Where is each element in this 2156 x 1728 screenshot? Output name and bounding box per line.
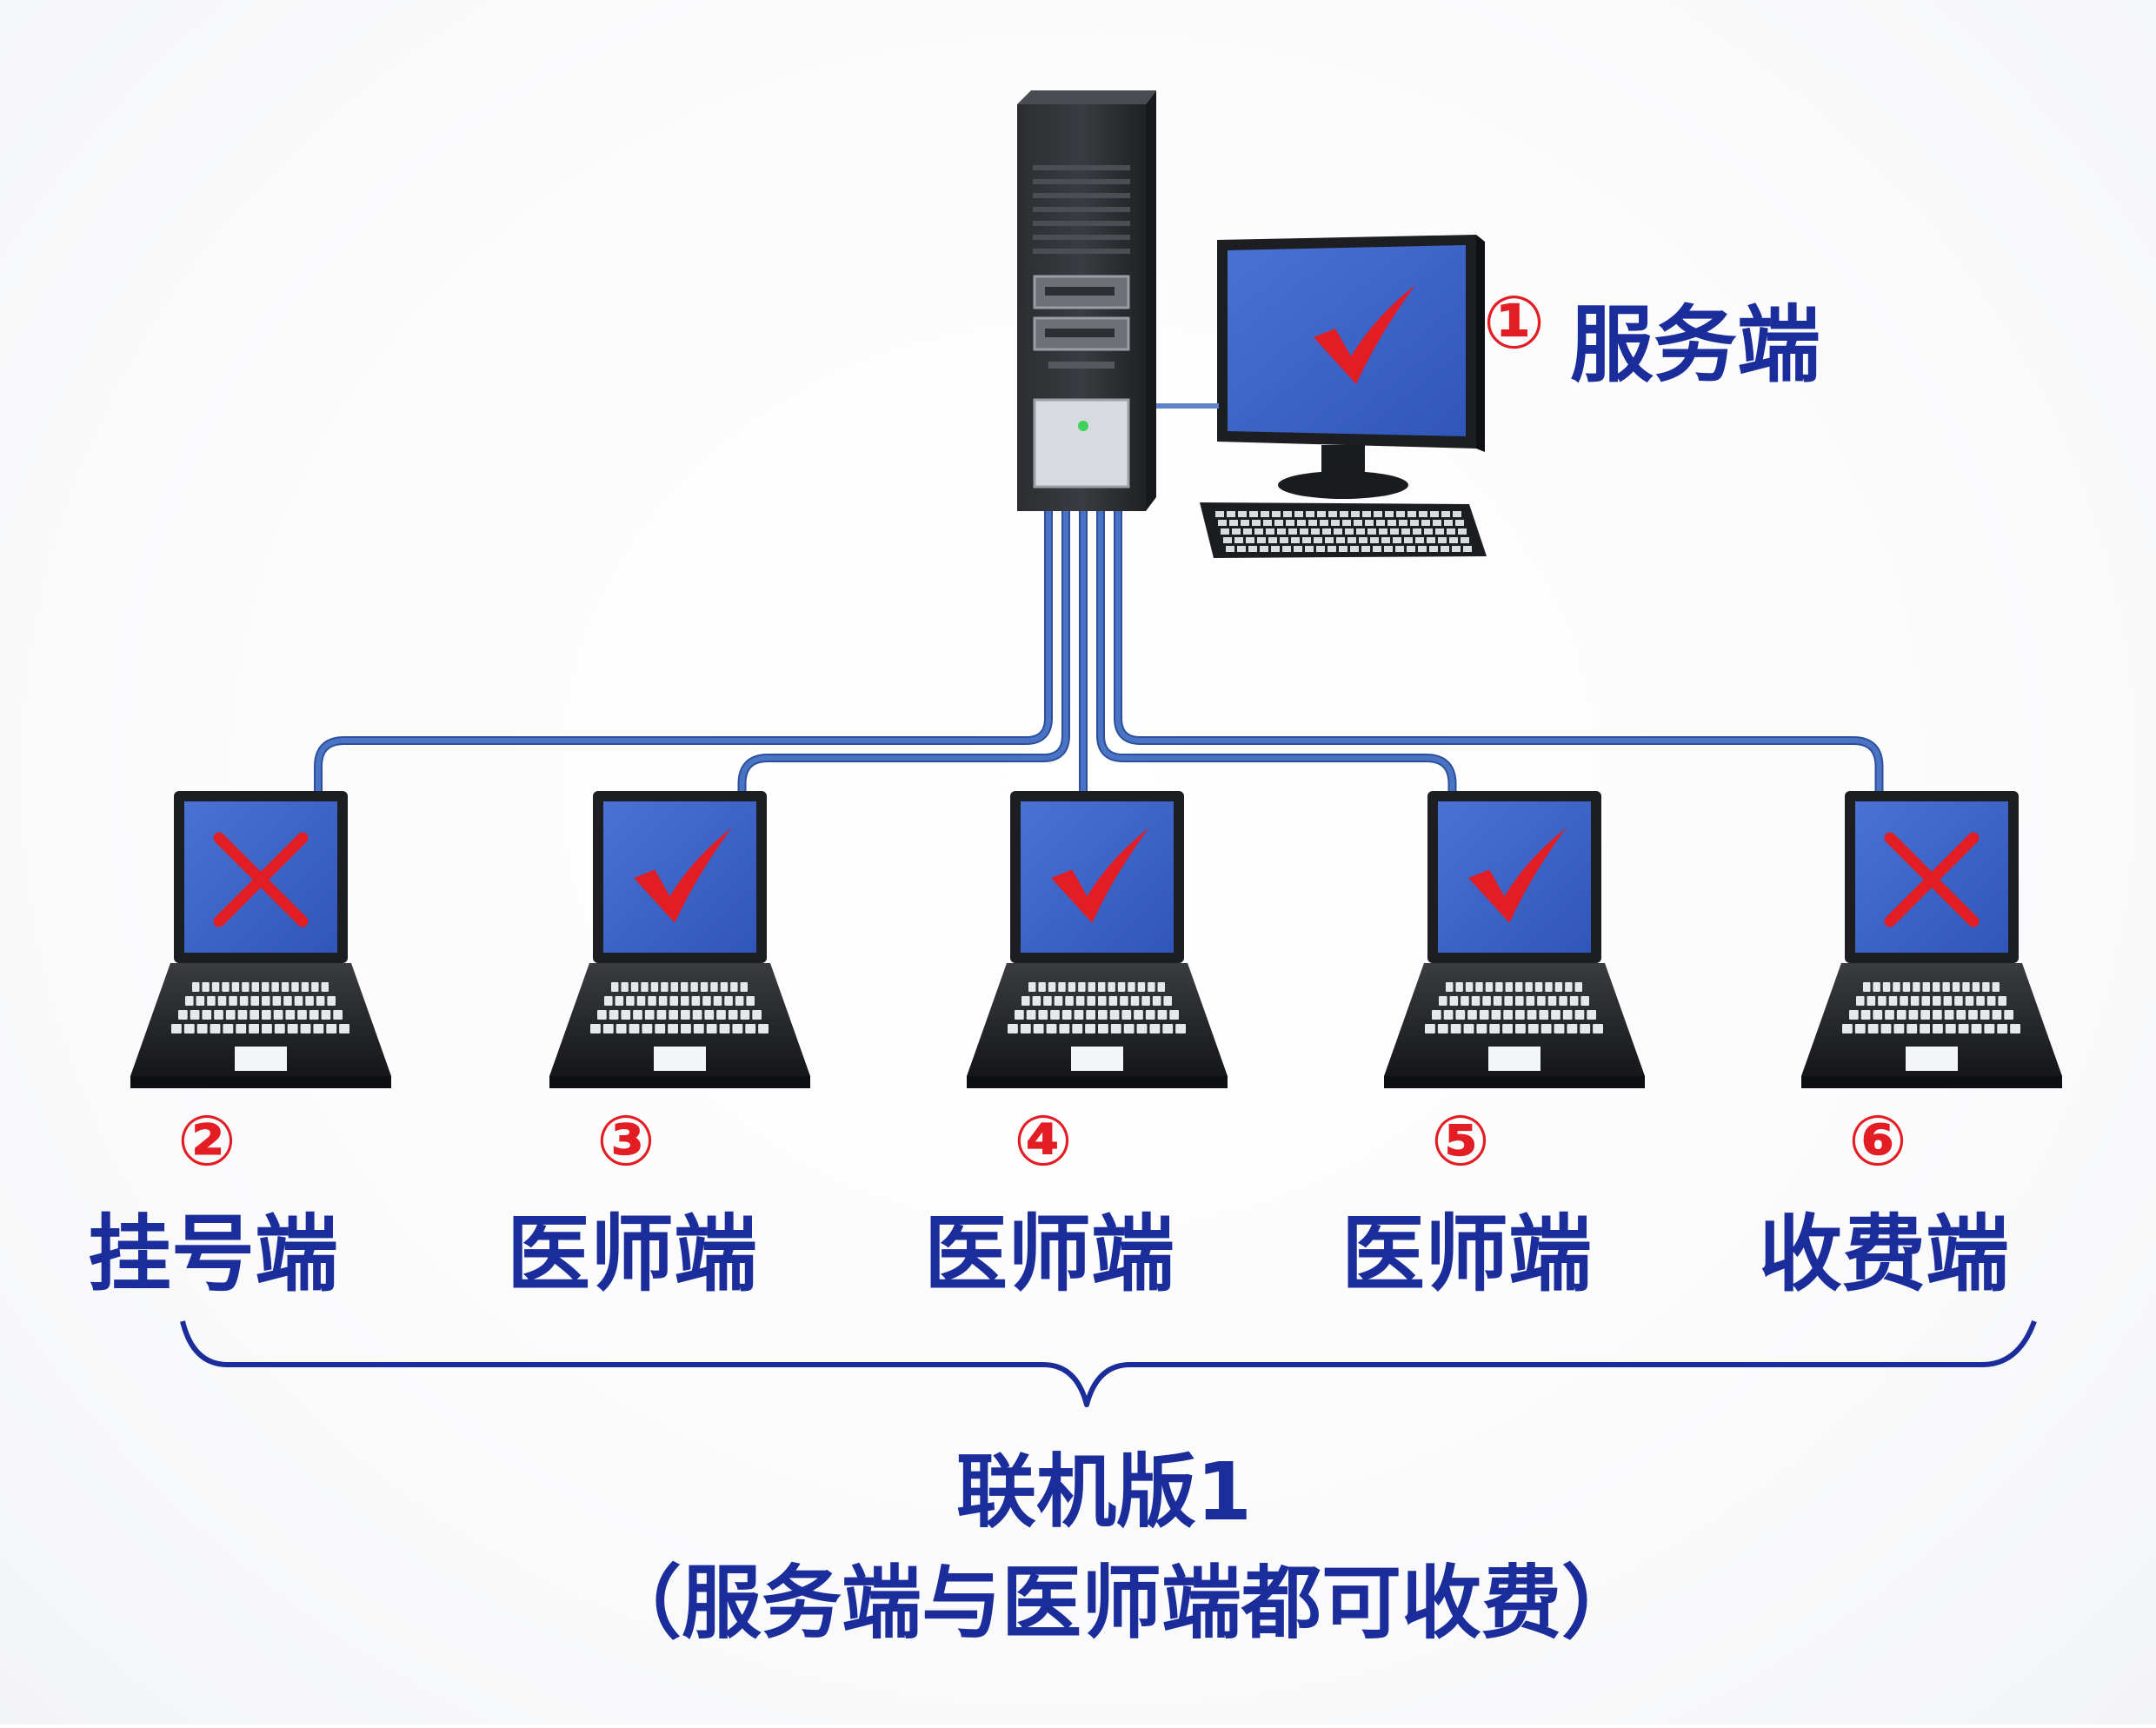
check-icon <box>634 827 732 923</box>
grouping-brace <box>180 1319 2037 1407</box>
laptop-touchpad <box>235 1047 287 1071</box>
client-label: 挂号端 <box>88 1206 338 1303</box>
client-number: ② <box>177 1100 236 1181</box>
cross-icon <box>213 832 309 927</box>
network-cables <box>314 503 1884 813</box>
client-laptop-4: ④ 医师端 <box>924 791 1228 1303</box>
server-tower <box>1017 90 1156 511</box>
client-label: 收费端 <box>1759 1206 2009 1303</box>
server-check-icon <box>1314 285 1415 384</box>
laptop-screen <box>603 801 756 953</box>
check-icon <box>1051 827 1149 923</box>
client-label: 医师端 <box>507 1206 757 1303</box>
cross-icon <box>1884 832 1980 927</box>
server-monitor <box>1156 235 1485 499</box>
client-number: ⑥ <box>1848 1100 1907 1181</box>
laptop-touchpad <box>1488 1047 1540 1071</box>
client-laptop-3: ③ 医师端 <box>507 791 810 1303</box>
laptop-keyboard <box>590 982 769 1033</box>
server-label: 服务端 <box>1570 296 1820 394</box>
laptop-touchpad <box>1906 1047 1958 1071</box>
client-laptops: ② 挂号端 ③ 医师端 ④ 医师端 ⑤ 医师端 ⑥ 收费端 <box>88 791 2062 1303</box>
check-icon <box>1468 827 1567 923</box>
caption-title: 联机版1 <box>956 1446 1252 1539</box>
client-number: ③ <box>596 1100 655 1181</box>
laptop-keyboard <box>1008 982 1186 1033</box>
laptop-keyboard <box>1425 982 1603 1033</box>
server-keyboard <box>1200 502 1487 558</box>
laptop-touchpad <box>654 1047 706 1071</box>
laptop-keyboard <box>171 982 349 1033</box>
caption-subtitle: （服务端与医师端都可收费） <box>602 1557 1641 1650</box>
laptop-screen <box>1438 801 1591 953</box>
laptop-keyboard <box>1842 982 2020 1033</box>
laptop-screen <box>1021 801 1174 953</box>
client-laptop-2: ② 挂号端 <box>88 791 391 1303</box>
client-label: 医师端 <box>924 1206 1174 1303</box>
client-number: ⑤ <box>1431 1100 1490 1181</box>
server-number: ① <box>1483 280 1545 365</box>
client-laptop-6: ⑥ 收费端 <box>1759 791 2062 1303</box>
laptop-touchpad <box>1071 1047 1123 1071</box>
client-number: ④ <box>1014 1100 1073 1181</box>
client-label: 医师端 <box>1341 1206 1592 1303</box>
client-laptop-5: ⑤ 医师端 <box>1341 791 1645 1303</box>
server-station: ① 服务端 <box>1017 90 1820 558</box>
